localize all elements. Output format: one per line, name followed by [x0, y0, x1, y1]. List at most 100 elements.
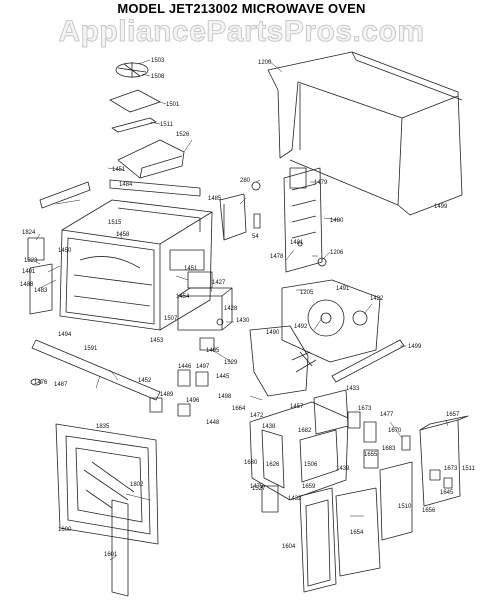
fan-motor-part — [281, 279, 381, 373]
oven-cavity-part — [59, 199, 213, 331]
part-number-label: 1600 — [58, 527, 72, 533]
part-number-label: 1515 — [108, 220, 122, 226]
part-number-label: 1670 — [388, 428, 402, 434]
part-number-label: 1527 — [252, 486, 266, 492]
part-number-label: 1206 — [330, 250, 344, 256]
part-number-label: 1508 — [151, 74, 165, 80]
part-number-label: 1495 — [206, 348, 220, 354]
part-number-label: 1645 — [440, 490, 454, 496]
part-number-label: 1451 — [184, 266, 198, 272]
part-number-label: 1673 — [358, 406, 372, 412]
part-number-label: 1507 — [164, 316, 178, 322]
part-number-label: 1476 — [34, 380, 48, 386]
part-number-label: 280 — [240, 178, 251, 184]
part-number-label: 1680 — [244, 460, 258, 466]
part-number-label: 1823 — [24, 258, 38, 264]
part-number-label: 1489 — [160, 392, 174, 398]
side-panel-parts — [27, 179, 201, 401]
part-number-label: 1490 — [266, 330, 280, 336]
part-number-label: 1492 — [294, 324, 308, 330]
door-assembly-part — [55, 423, 159, 597]
part-number-label: 1488 — [20, 282, 34, 288]
part-number-label: 1451 — [112, 167, 126, 173]
part-number-label: 1497 — [196, 364, 210, 370]
part-number-label: 1475 — [250, 484, 264, 490]
part-number-label: 1480 — [330, 218, 344, 224]
part-number-label: 1659 — [302, 484, 316, 490]
part-number-label: 1401 — [22, 269, 36, 275]
part-number-label: 1205 — [300, 290, 314, 296]
part-number-label: 1626 — [266, 462, 280, 468]
part-number-label: 1496 — [186, 398, 200, 404]
part-number-label: 1200 — [258, 60, 272, 66]
air-duct-part — [219, 167, 323, 397]
part-number-label: 1472 — [250, 413, 264, 419]
part-number-label: 1491 — [336, 286, 350, 292]
part-number-label: 1439 — [336, 466, 350, 472]
part-number-label: 1601 — [104, 552, 118, 558]
part-number-label: 1529 — [224, 360, 238, 366]
part-number-label: 1506 — [304, 462, 318, 468]
part-number-label: 1446 — [178, 364, 192, 370]
part-number-label: 1673 — [444, 466, 458, 472]
small-hardware-parts — [30, 181, 453, 489]
outer-case-part — [267, 51, 463, 216]
part-number-label: 1483 — [34, 288, 48, 294]
leader-lines — [35, 59, 449, 561]
part-number-label: 1445 — [216, 374, 230, 380]
part-number-label: 1458 — [116, 232, 130, 238]
part-number-label: 1452 — [138, 378, 152, 384]
part-number-label: 1682 — [298, 428, 312, 434]
part-number-label: 1454 — [176, 294, 190, 300]
part-number-label: 1487 — [54, 382, 68, 388]
diagram-title: MODEL JET213002 MICROWAVE OVEN — [117, 1, 366, 16]
part-number-label: 1450 — [58, 248, 72, 254]
part-number-label: 54 — [252, 234, 259, 240]
control-frame-part — [249, 401, 349, 501]
part-number-label: 1657 — [446, 412, 460, 418]
part-number-label: 1427 — [212, 280, 226, 286]
part-number-label: 1477 — [380, 412, 394, 418]
part-number-label: 1802 — [130, 482, 144, 488]
part-number-label: 1484 — [119, 182, 133, 188]
part-number-label: 1510 — [398, 504, 412, 510]
part-number-label: 1422 — [370, 296, 384, 302]
part-number-label: 1526 — [176, 132, 190, 138]
part-number-label: 1453 — [150, 338, 164, 344]
part-number-label: 1503 — [151, 58, 165, 64]
part-number-label: 1499 — [408, 344, 422, 350]
part-number-label: 1432 — [288, 496, 302, 502]
part-number-label: 1835 — [96, 424, 110, 430]
part-number-label: 1604 — [282, 544, 296, 550]
part-number-label: 1457 — [290, 404, 304, 410]
part-number-label: 1428 — [224, 306, 238, 312]
part-number-label: 1501 — [166, 102, 180, 108]
part-number-label: 1655 — [364, 452, 378, 458]
part-number-label: 1511 — [160, 122, 174, 128]
watermark: AppliancePartsPros.com — [58, 15, 425, 49]
part-number-label: 1485 — [208, 196, 222, 202]
part-number-label: 1448 — [206, 420, 220, 426]
part-number-label: 1494 — [58, 332, 72, 338]
part-number-label: 1478 — [270, 254, 284, 260]
part-number-label: 1433 — [346, 386, 360, 392]
part-number-label: 1438 — [262, 424, 276, 430]
part-number-label: 1430 — [236, 318, 250, 324]
part-number-label: 1654 — [350, 530, 364, 536]
right-shield-part — [363, 415, 469, 541]
part-number-label: 1591 — [84, 346, 98, 352]
part-number-label: 1511 — [462, 466, 476, 472]
part-number-label: 1481 — [290, 240, 304, 246]
part-number-label: 1498 — [218, 394, 232, 400]
part-number-label: 1824 — [22, 230, 36, 236]
part-number-label: 1664 — [232, 406, 246, 412]
stirrer-assembly-part — [109, 62, 185, 179]
part-number-label: 1499 — [434, 204, 448, 210]
part-number-label: 1656 — [422, 508, 436, 514]
part-number-label: 1479 — [314, 180, 328, 186]
keyboard-panel-part — [261, 485, 381, 593]
part-number-label: 1683 — [382, 446, 396, 452]
